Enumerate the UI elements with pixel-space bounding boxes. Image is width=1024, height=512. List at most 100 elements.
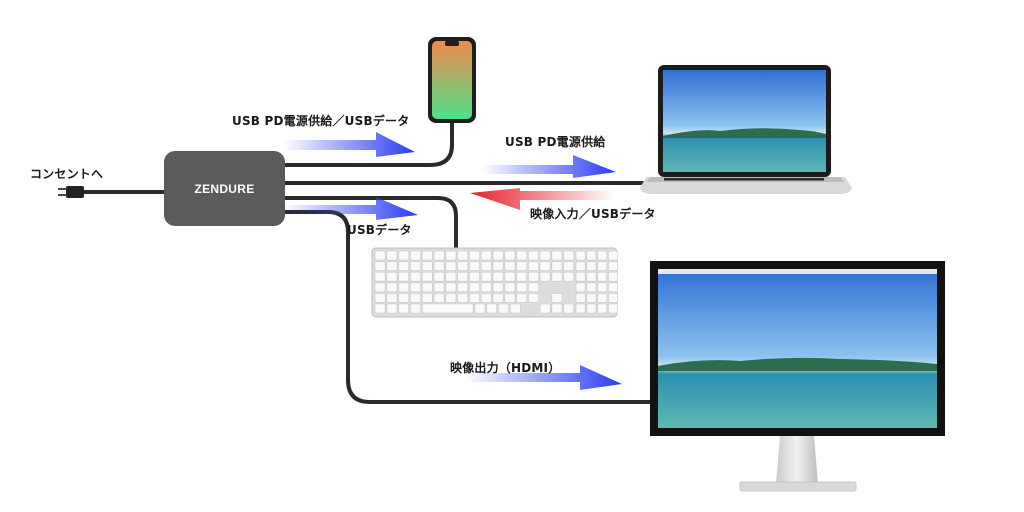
keyboard-key [516,250,528,261]
keyboard-key [504,271,516,282]
zendure-hub: ZENDURE [164,151,285,226]
keyboard-key [480,271,492,282]
keyboard-key [586,303,597,314]
keyboard-key [433,293,445,303]
keyboard-key [398,271,410,282]
phone-cable [283,120,454,167]
keyboard-key [457,250,469,261]
keyboard-key [445,271,457,282]
keyboard-key [410,293,421,303]
keyboard-key [504,282,516,293]
keyboard-key [457,293,469,303]
keyboard-key [421,282,433,293]
keyboard-key [445,282,457,293]
keyboard-key [528,271,539,282]
keyboard-key [509,303,521,314]
keyboard-key [575,261,586,271]
keyboard-key [608,282,618,293]
keyboard-key [575,293,586,303]
keyboard-key [469,261,480,271]
keyboard-key [586,261,597,271]
keyboard-key [498,303,509,314]
label-laptop-video: 映像入力／USBデータ [530,207,656,221]
keyboard-key [386,250,398,261]
keyboard-key [445,293,457,303]
keyboard-key [386,271,398,282]
keyboard-key [492,261,504,271]
keyboard-key [586,293,597,303]
keyboard-key [597,250,608,261]
keyboard-key [457,271,469,282]
keyboard-key [398,303,410,314]
arrow-monitor [465,365,622,390]
keyboard-key [374,293,386,303]
keyboard-key [551,293,563,303]
keyboard-key [597,261,608,271]
label-phone-link: USB PD電源供給／USBデータ [232,114,410,128]
keyboard-key [563,303,575,314]
keyboard-key [398,250,410,261]
keyboard-key [528,261,539,271]
keyboard-key [445,250,457,261]
keyboard-key [374,282,386,293]
keyboard-key [398,261,410,271]
keyboard-key [516,293,528,303]
keyboard-key [480,250,492,261]
keyboard-key [504,250,516,261]
keyboard-key [608,271,618,282]
keyboard-key [433,271,445,282]
keyboard-key [469,271,480,282]
keyboard-key [528,282,539,293]
arrow-laptop-power [481,155,616,178]
label-outlet: コンセントへ [30,167,104,181]
arrow-phone [283,132,415,157]
keyboard-key [492,250,504,261]
keyboard-key [469,250,480,261]
keyboard-key [421,261,433,271]
keyboard-key [492,282,504,293]
keyboard-key [563,250,575,261]
keyboard-key [457,282,469,293]
keyboard-key [421,293,433,303]
keyboard-key [398,282,410,293]
keyboard-key [551,261,563,271]
keyboard-key [608,303,618,314]
keyboard-key [539,271,551,282]
laptop-keyboard [664,178,824,181]
keyboard-key [410,282,421,293]
keyboard-key [504,293,516,303]
keyboard-key [410,261,421,271]
keyboard-key [374,271,386,282]
keyboard-key [469,293,480,303]
arrow-keyboard [283,197,418,220]
keyboard-key [410,250,421,261]
keyboard-key [575,250,586,261]
keyboard-key [386,282,398,293]
keyboard-key [516,271,528,282]
keyboard-key [597,293,608,303]
keyboard-key [608,293,618,303]
keyboard-key [597,282,608,293]
keyboard-key [575,303,586,314]
keyboard-key [586,282,597,293]
arrow-laptop-video [470,188,615,210]
keyboard-key [575,282,586,293]
keyboard-key [492,293,504,303]
keyboard-key [539,261,551,271]
plug-icon [58,186,84,198]
keyboard-key [563,271,575,282]
keyboard-key [410,303,421,314]
monitor-icon [650,261,945,492]
keyboard-key [469,282,480,293]
smartphone-icon [428,37,476,123]
label-laptop-power: USB PD電源供給 [505,135,606,149]
keyboard-key [421,303,474,314]
keyboard-key [433,282,445,293]
keyboard-key [474,303,486,314]
keyboard-key [374,261,386,271]
keyboard-key [374,303,386,314]
keyboard-key [586,250,597,261]
keyboard-key [410,271,421,282]
laptop-icon [640,65,852,194]
keyboard-key [421,250,433,261]
